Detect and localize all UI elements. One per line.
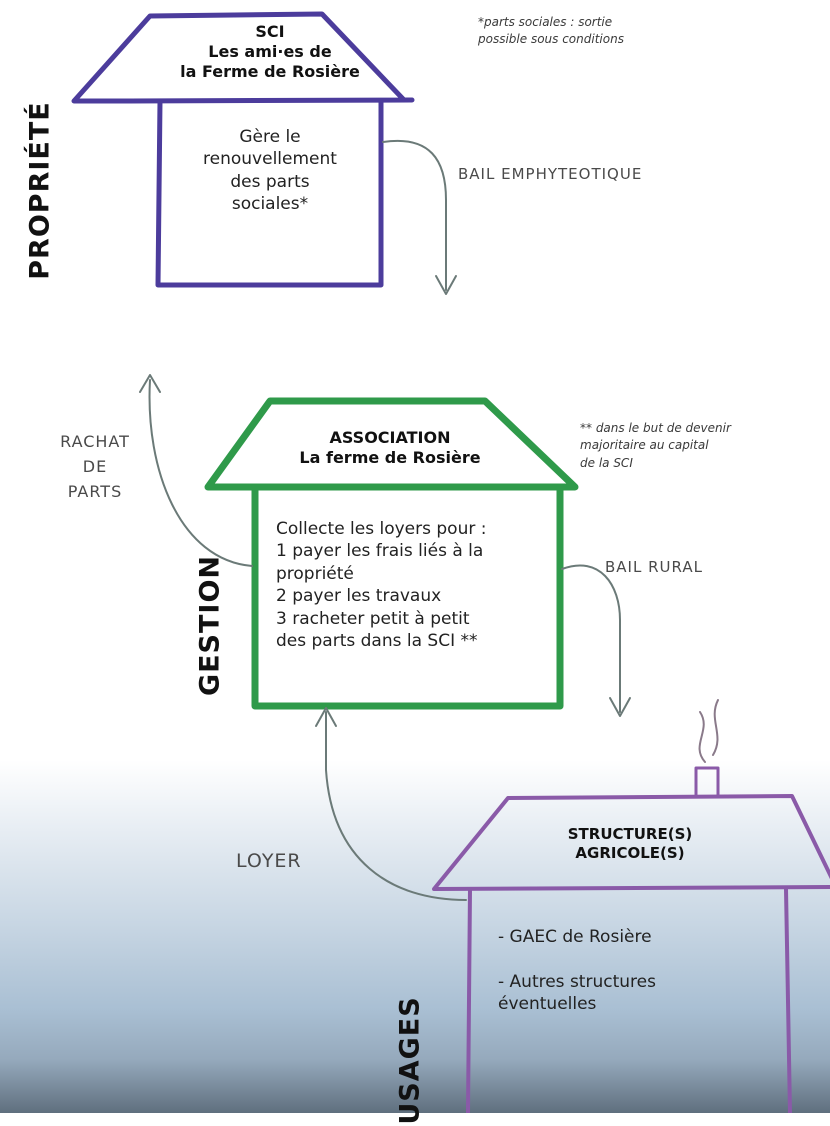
note-2-line-1: ** dans le but de devenir <box>580 421 731 435</box>
label-rachat-line-2: DE <box>82 456 108 476</box>
structures-title: STRUCTURE(S) AGRICOLE(S) <box>530 825 730 863</box>
structures-body-line-3: - Autres structures <box>498 971 656 992</box>
arrowhead-bail-rural <box>609 697 631 717</box>
association-body-line-1: Collecte les loyers pour : <box>276 519 487 539</box>
association-body-line-4: 2 payer les travaux <box>276 586 442 607</box>
sci-title-line-1: SCI <box>255 22 285 41</box>
arrowhead-rachat <box>139 374 161 393</box>
sci-roof <box>71 11 415 104</box>
arrow-bail-emphyteotique <box>382 139 447 291</box>
sci-body-line-2: renouvellement <box>203 149 337 170</box>
sci-body-line-1: Gère le <box>239 127 301 147</box>
note-majoritaire: ** dans le but de devenir majoritaire au… <box>580 420 731 472</box>
arrowhead-bail-emphyteotique <box>435 275 457 295</box>
arrow-rachat <box>148 379 253 567</box>
association-body-text: Collecte les loyers pour : 1 payer les f… <box>276 518 558 653</box>
structures-body-line-4: éventuelles <box>498 994 597 1015</box>
structures-house <box>432 699 830 1113</box>
arrowhead-loyer <box>315 707 337 727</box>
sci-body-line-3: des parts <box>230 171 310 192</box>
sci-body <box>155 98 384 288</box>
label-rachat: RACHAT DE PARTS <box>40 430 150 504</box>
chimney <box>694 766 720 798</box>
association-body-line-3: propriété <box>276 563 354 584</box>
sci-body-line-4: sociales* <box>231 194 309 215</box>
association-title: ASSOCIATION La ferme de Rosière <box>280 428 500 468</box>
sci-title: SCI Les ami·es de la Ferme de Rosière <box>170 22 370 82</box>
association-roof <box>204 397 579 491</box>
sci-title-line-2: Les ami·es de <box>208 42 332 61</box>
arrows <box>139 139 631 901</box>
side-label-usages: USAGES <box>394 996 426 1125</box>
sci-body-text: Gère le renouvellement des parts sociale… <box>160 126 380 216</box>
association-house <box>204 397 579 710</box>
association-body-line-5: 3 racheter petit à petit <box>276 608 470 629</box>
association-title-line-1: ASSOCIATION <box>329 428 451 447</box>
side-label-propriete: PROPRIÉTÉ <box>24 101 56 280</box>
structures-body-text: - GAEC de Rosière - Autres structures év… <box>498 926 768 1016</box>
structures-body <box>466 887 792 1113</box>
arrow-loyer <box>325 711 467 901</box>
sci-house <box>71 11 415 288</box>
association-body-line-2: 1 payer les frais liés à la <box>276 541 484 562</box>
note-parts-sociales: *parts sociales : sortie possible sous c… <box>478 14 624 49</box>
side-label-gestion: GESTION <box>194 554 226 697</box>
label-bail-emphyteotique: BAIL EMPHYTEOTIQUE <box>458 165 643 183</box>
note-2-line-2: majoritaire au capital <box>580 438 709 453</box>
label-bail-rural: BAIL RURAL <box>605 558 703 576</box>
note-1-line-1: *parts sociales : sortie <box>478 15 613 29</box>
structures-roof <box>432 794 830 891</box>
smoke <box>698 699 719 763</box>
association-title-line-2: La ferme de Rosière <box>299 448 481 467</box>
label-rachat-line-1: RACHAT <box>60 432 130 451</box>
label-loyer: LOYER <box>236 850 302 872</box>
structures-title-line-1: STRUCTURE(S) <box>567 825 693 843</box>
structures-title-line-2: AGRICOLE(S) <box>575 843 685 862</box>
arrow-bail-rural <box>561 564 621 713</box>
sci-title-line-3: la Ferme de Rosière <box>180 62 360 81</box>
association-body <box>251 483 564 710</box>
structures-body-line-1: - GAEC de Rosière <box>498 927 652 947</box>
structures-body-line-2 <box>498 948 768 970</box>
note-2-line-3: de la SCI <box>580 455 633 470</box>
association-body-line-6: des parts dans la SCI ** <box>276 631 478 652</box>
label-rachat-line-3: PARTS <box>67 481 123 501</box>
note-1-line-2: possible sous conditions <box>478 32 624 47</box>
